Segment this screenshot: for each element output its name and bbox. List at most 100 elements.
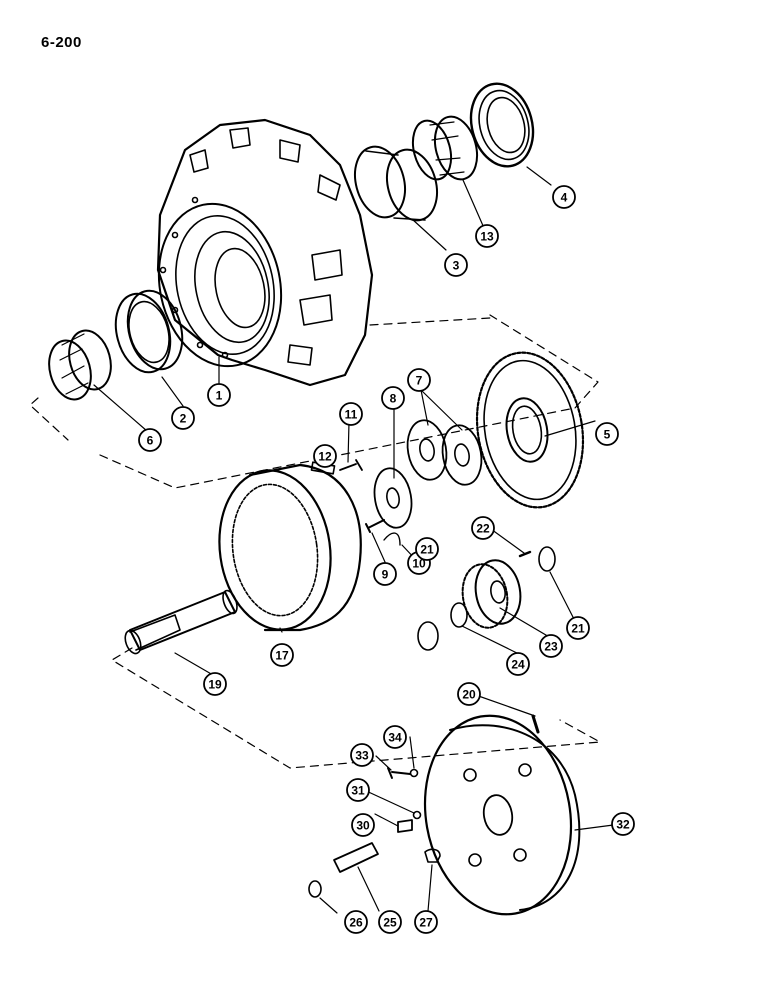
callout-17: 17: [270, 643, 294, 667]
callout-label: 6: [147, 434, 154, 448]
callout-23: 23: [539, 634, 563, 658]
callout-label: 7: [416, 374, 423, 388]
callout-label: 4: [561, 191, 568, 205]
callout-label: 8: [390, 392, 397, 406]
callout-circle: [344, 910, 368, 934]
callout-label: 23: [544, 640, 558, 654]
planet-pin-part-25: [333, 842, 379, 873]
callout-circle: [475, 224, 499, 248]
bearing-cone-part-6: [48, 329, 112, 401]
callout-label: 12: [318, 450, 332, 464]
bolt-part-9: [365, 519, 385, 533]
callout-26: 26: [344, 910, 368, 934]
callout-11: 11: [339, 402, 363, 426]
callout-label: 20: [462, 688, 476, 702]
callout-label: 27: [419, 916, 433, 930]
callout-label: 30: [356, 819, 370, 833]
callout-label: 22: [476, 522, 490, 536]
hub-housing: [156, 118, 374, 387]
callout-6: 6: [138, 428, 162, 452]
callout-circle: [171, 406, 195, 430]
callout-circle: [415, 537, 439, 561]
callout-21: 21: [415, 537, 439, 561]
callout-circle: [506, 652, 530, 676]
callout-label: 9: [382, 568, 389, 582]
callout-circle: [457, 682, 481, 706]
washer-part-34: [409, 768, 419, 778]
callout-label: 33: [355, 749, 369, 763]
assembly-guide-line-lower: [111, 647, 601, 769]
callout-31: 31: [346, 778, 370, 802]
bearing-cup-part-2: [114, 289, 184, 374]
callout-label: 3: [453, 259, 460, 273]
callout-label: 11: [345, 408, 358, 422]
output-shaft-part-19: [124, 589, 238, 655]
callout-circle: [566, 616, 590, 640]
callout-circle: [611, 812, 635, 836]
callout-12: 12: [313, 444, 337, 468]
page-number: 6-200: [41, 34, 82, 51]
callout-24: 24: [506, 652, 530, 676]
callout-20: 20: [457, 682, 481, 706]
callout-circle: [203, 672, 227, 696]
callout-label: 24: [511, 658, 525, 672]
callout-circle: [207, 383, 231, 407]
callout-label: 2: [180, 412, 187, 426]
callout-circle: [373, 562, 397, 586]
callout-22: 22: [471, 516, 495, 540]
callout-circle: [351, 813, 375, 837]
callout-circle: [407, 368, 431, 392]
callout-circle: [270, 643, 294, 667]
washer-part-31: [412, 810, 422, 820]
bolt-part-33: [387, 767, 411, 779]
callout-circle: [414, 910, 438, 934]
callout-5: 5: [595, 422, 619, 446]
callout-label: 32: [616, 818, 630, 832]
callout-label: 17: [275, 649, 289, 663]
callout-30: 30: [351, 813, 375, 837]
callout-circle: [378, 910, 402, 934]
roll-pin-part-20: [531, 714, 540, 734]
callout-19: 19: [203, 672, 227, 696]
callout-circle: [313, 444, 337, 468]
callout-3: 3: [444, 253, 468, 277]
plate-part-8: [373, 467, 413, 529]
spur-gear-part-5: [475, 351, 585, 509]
callout-circle: [381, 386, 405, 410]
callout-21: 21: [566, 616, 590, 640]
callout-circle: [595, 422, 619, 446]
callout-label: 5: [604, 428, 611, 442]
thrust-washer-part-21-left: [417, 621, 439, 651]
callout-label: 25: [383, 916, 397, 930]
callout-circle: [471, 516, 495, 540]
plug-part-30: [397, 819, 413, 833]
callout-2: 2: [171, 406, 195, 430]
callout-circle: [383, 725, 407, 749]
callout-1: 1: [207, 383, 231, 407]
bearing-cone-part-13: [411, 115, 479, 181]
thrust-washer-part-24: [450, 602, 468, 628]
callout-label: 21: [571, 622, 585, 636]
callout-33: 33: [350, 743, 374, 767]
callout-34: 34: [383, 725, 407, 749]
ring-gear-part-17: [218, 463, 362, 632]
callout-9: 9: [373, 562, 397, 586]
callout-label: 19: [208, 678, 222, 692]
callout-circle: [444, 253, 468, 277]
callout-label: 13: [480, 230, 494, 244]
friction-discs-part-7: [406, 419, 483, 486]
bearing-cup-part-3: [354, 145, 438, 222]
assembly-guide-line-upper: [29, 314, 599, 489]
pin-part-10: [383, 532, 401, 546]
callout-label: 31: [351, 784, 365, 798]
callout-circle: [350, 743, 374, 767]
callout-circle: [539, 634, 563, 658]
callout-circle: [346, 778, 370, 802]
callout-32: 32: [611, 812, 635, 836]
plug-part-27: [424, 848, 441, 863]
callout-label: 26: [349, 916, 363, 930]
callout-circle: [552, 185, 576, 209]
